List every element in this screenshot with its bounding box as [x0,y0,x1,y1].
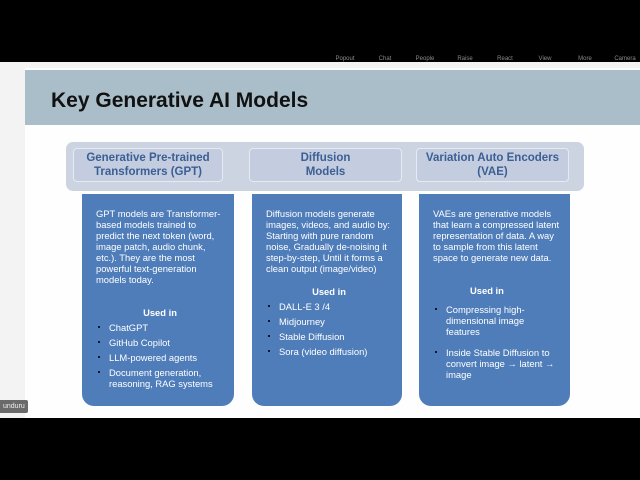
vae-header: Variation Auto Encoders (VAE) [416,148,569,182]
list-item: LLM-powered agents [96,352,224,363]
vae-card: VAEs are generative models that learn a … [419,194,570,406]
diffusion-description: Diffusion models generate images, videos… [266,208,391,274]
list-item: ChatGPT [96,322,224,333]
diffusion-header-text: Diffusion Models [300,152,351,178]
gpt-description: GPT models are Transformer-based models … [96,208,221,285]
toolbar-react-button[interactable]: React [497,56,513,62]
gpt-card: GPT models are Transformer-based models … [82,194,234,406]
diffusion-used-in-label: Used in [312,286,346,297]
toolbar-chat-button[interactable]: Chat [378,56,392,62]
gpt-header: Generative Pre-trained Transformers (GPT… [73,148,223,182]
gpt-used-in-list: ChatGPT GitHub Copilot LLM-powered agent… [96,322,224,389]
title-band: Key Generative AI Models [25,70,640,125]
vae-used-in-list: Compressing high-dimensional image featu… [433,304,560,380]
list-item: Midjourney [266,316,392,327]
diffusion-header: Diffusion Models [249,148,402,182]
toolbar-items: Popout Chat People Raise React View More… [325,50,640,62]
toolbar-raise-button[interactable]: Raise [457,56,473,62]
toolbar-popout-button[interactable]: Popout [335,56,355,62]
shared-screen-stage: Key Generative AI Models Generative Pre-… [0,62,640,418]
toolbar-more-button[interactable]: More [578,56,592,62]
list-item: Sora (video diffusion) [266,346,392,357]
list-item: Document generation, reasoning, RAG syst… [96,367,224,389]
diffusion-used-in-list: DALL-E 3 /4 Midjourney Stable Diffusion … [266,301,392,357]
vae-description: VAEs are generative models that learn a … [433,208,560,263]
slide-title: Key Generative AI Models [51,89,309,112]
participant-name-tag: unduru [0,400,28,413]
gpt-used-in-label: Used in [143,307,177,318]
list-item: DALL-E 3 /4 [266,301,392,312]
toolbar-view-button[interactable]: View [538,56,552,62]
diffusion-card: Diffusion models generate images, videos… [252,194,402,406]
vae-used-in-label: Used in [470,285,504,296]
toolbar-people-button[interactable]: People [415,56,435,62]
presentation-slide: Key Generative AI Models Generative Pre-… [25,68,640,418]
meeting-toolbar: Popout Chat People Raise React View More… [0,50,640,62]
list-item: Compressing high-dimensional image featu… [433,304,560,337]
toolbar-camera-button[interactable]: Camera [614,56,636,62]
list-item: Stable Diffusion [266,331,392,342]
list-item: Inside Stable Diffusion to convert image… [433,347,560,380]
list-item: GitHub Copilot [96,337,224,348]
